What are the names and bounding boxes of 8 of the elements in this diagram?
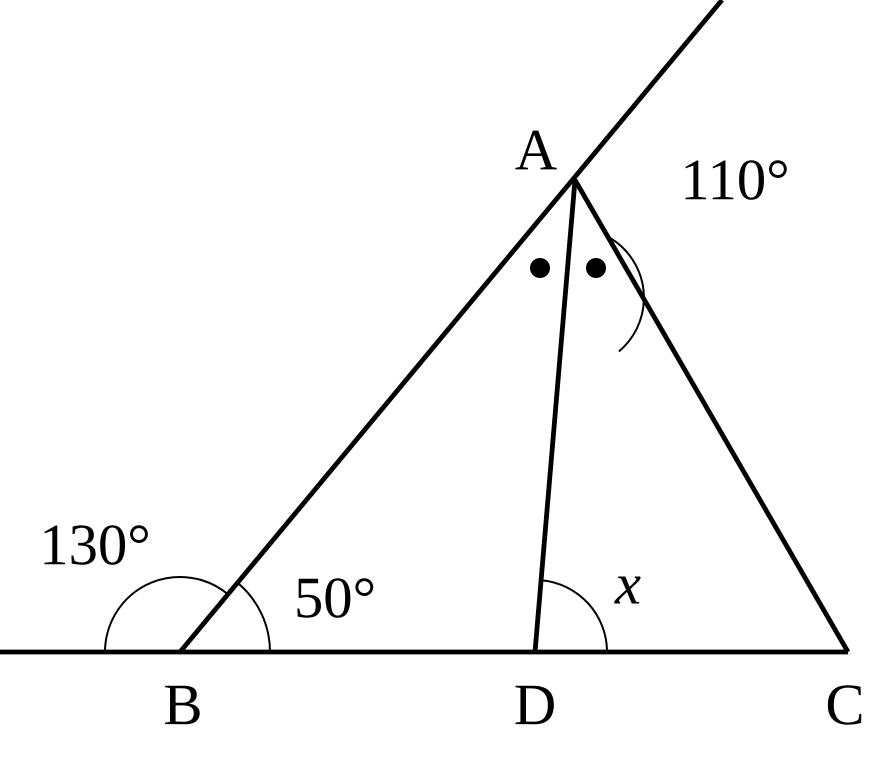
angle-label: 130°: [44, 525, 148, 565]
point-label: D: [516, 686, 554, 724]
point-label: C: [828, 685, 862, 725]
point-label: A: [515, 130, 557, 170]
point-label: B: [165, 686, 200, 724]
angle-label: 110°: [686, 160, 787, 200]
angle-label: x: [614, 576, 641, 604]
angle-label: 50°: [297, 578, 374, 618]
